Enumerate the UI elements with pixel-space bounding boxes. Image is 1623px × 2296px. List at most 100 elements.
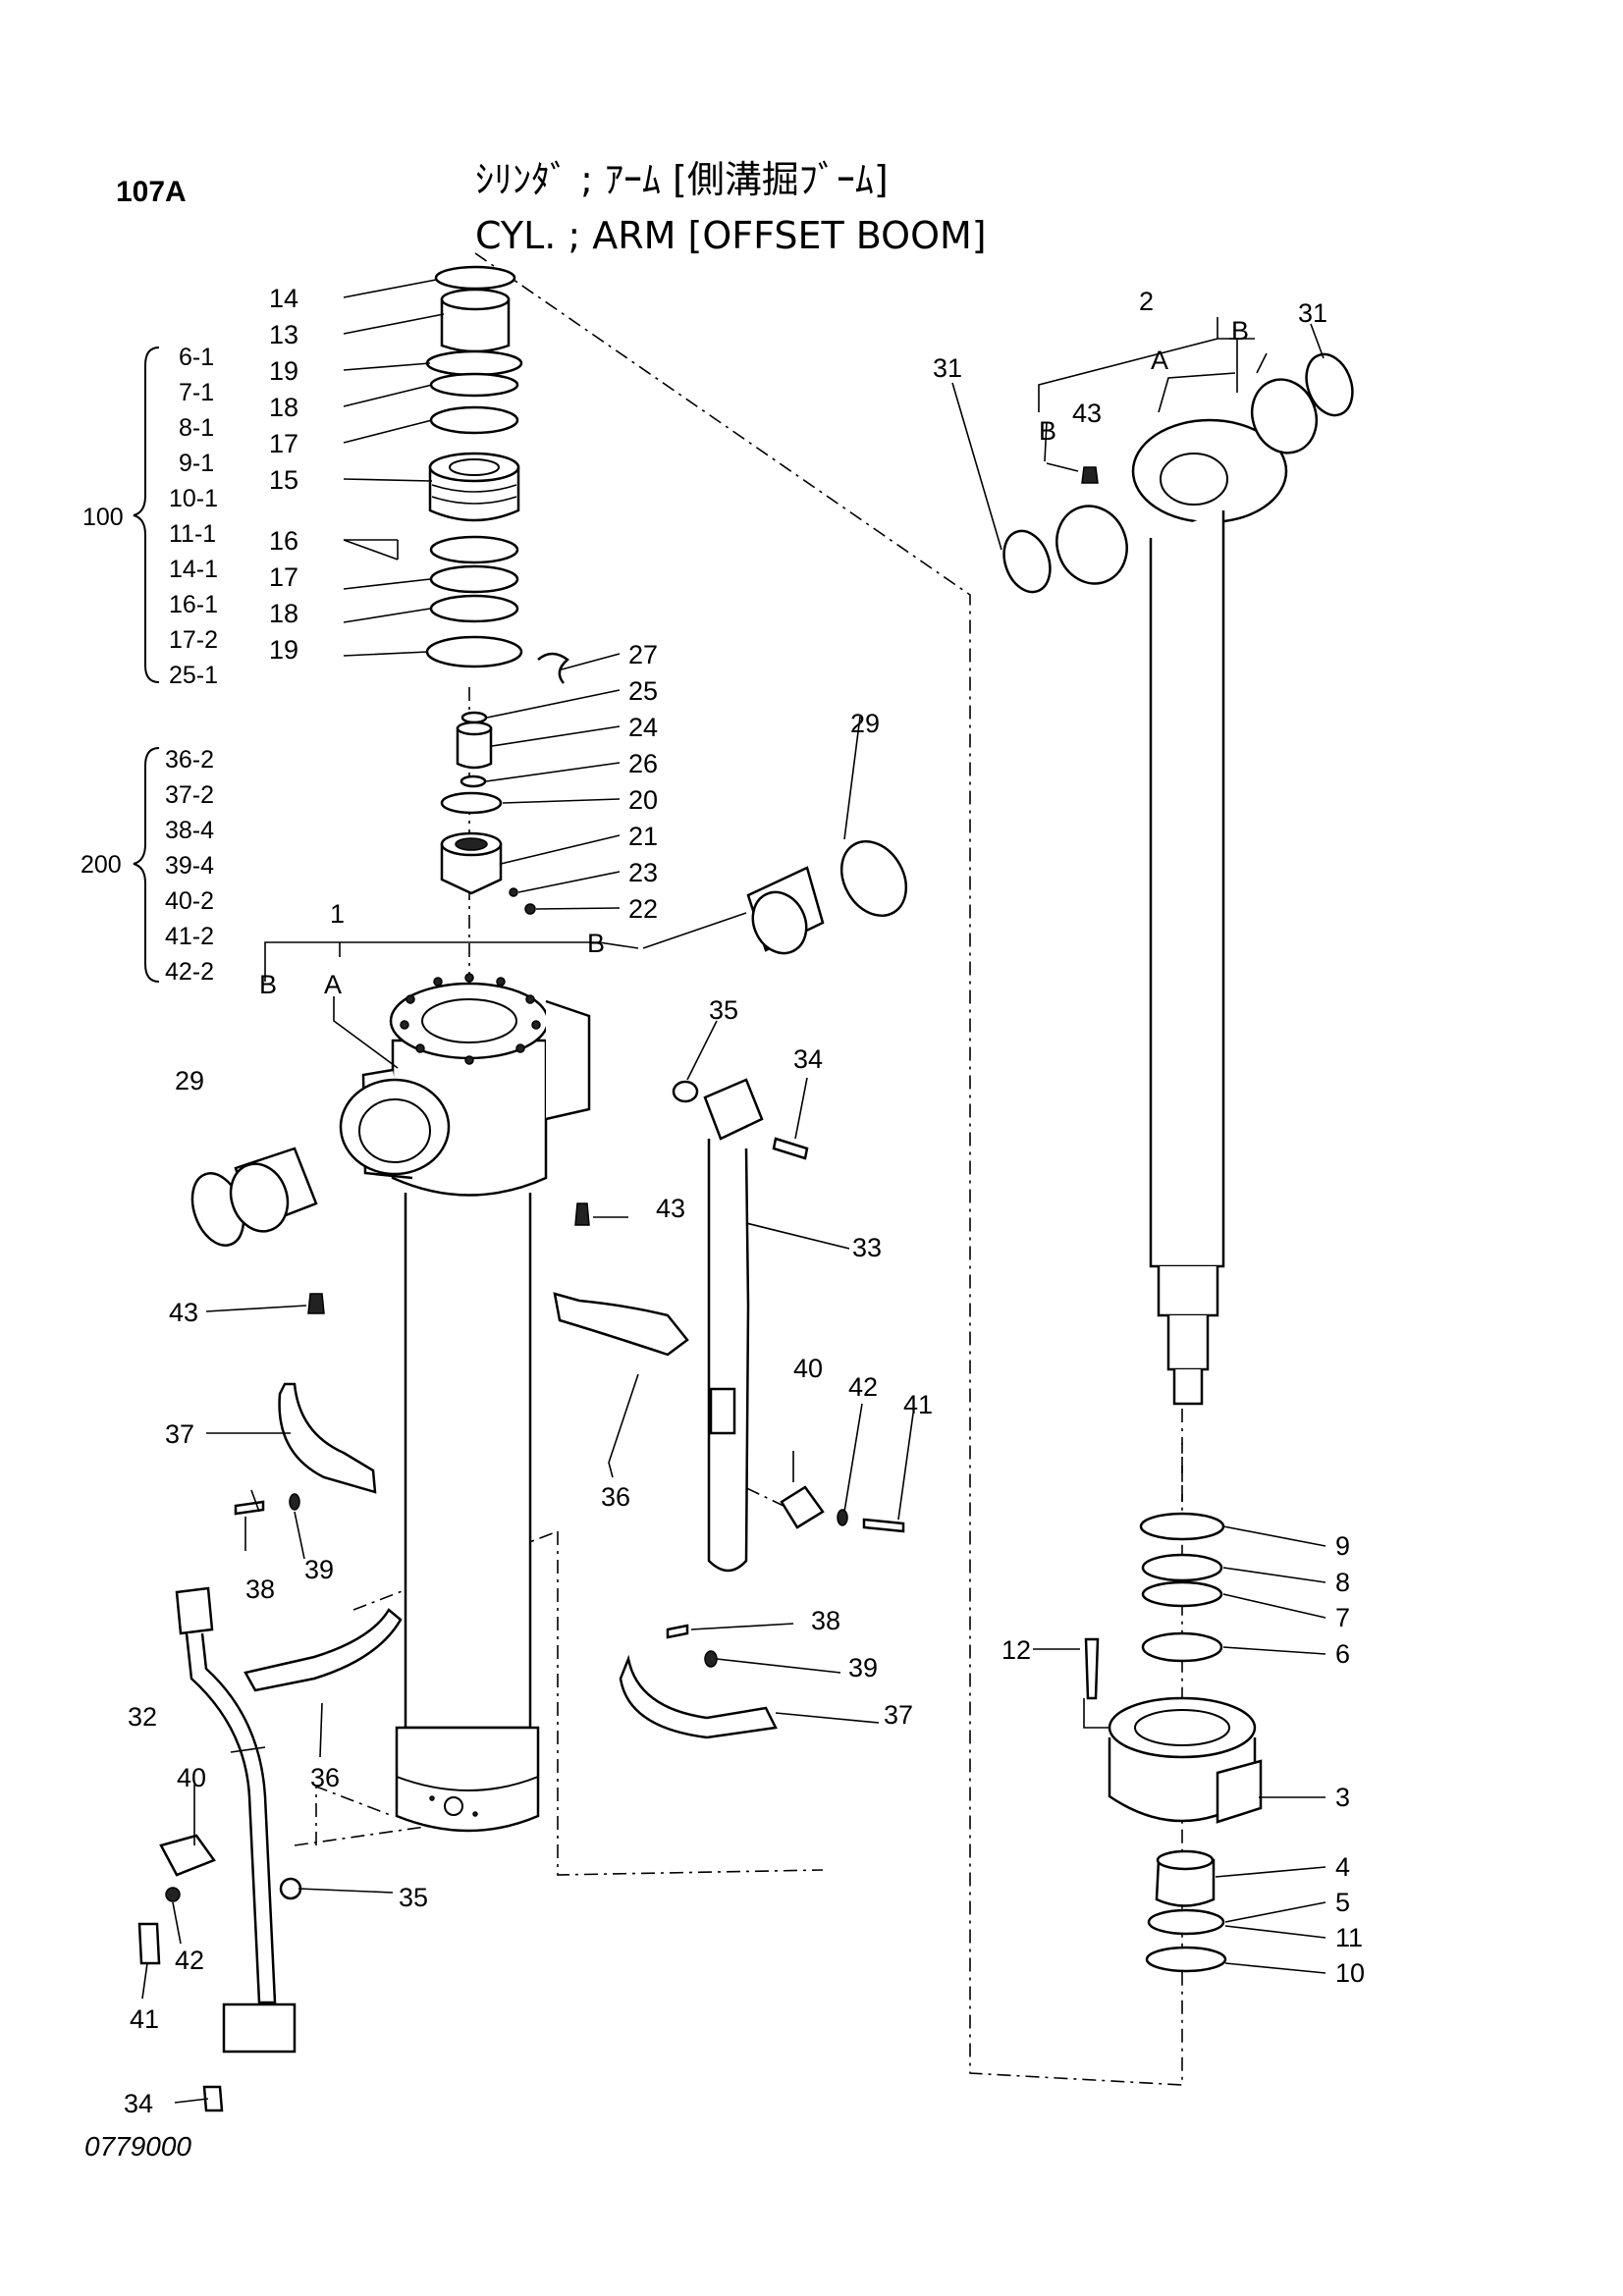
part-b-bushing-rod-2 — [1250, 378, 1319, 454]
leader-lines — [141, 279, 1326, 2104]
callout-31: 31 — [1298, 298, 1327, 328]
part-b-bushing-rod — [1055, 505, 1128, 585]
pipe-33 — [672, 1078, 809, 1573]
callout-3: 3 — [1335, 1783, 1350, 1812]
kit-200-item: 39-4 — [165, 852, 214, 880]
callout-5: 5 — [1335, 1888, 1350, 1917]
part-6-ring — [1141, 1631, 1223, 1663]
callout-42: 42 — [175, 1946, 204, 1975]
callout-41: 41 — [130, 2004, 159, 2034]
part-43-fitting — [1081, 466, 1099, 484]
callout-B: B — [1231, 316, 1249, 346]
page-number: 107A — [116, 176, 187, 208]
callout-20: 20 — [628, 785, 658, 815]
callout-31: 31 — [933, 353, 962, 383]
kit-200-item: 36-2 — [165, 746, 214, 774]
part-26-ring — [460, 774, 487, 788]
part-24-collar — [456, 726, 493, 770]
callout-43: 43 — [1072, 399, 1102, 428]
callout-7: 7 — [1335, 1603, 1350, 1632]
part-29-ring-right — [839, 840, 908, 917]
part-20-washer — [440, 791, 503, 815]
part-19-ring — [425, 349, 523, 377]
part-39-washer-b — [704, 1650, 718, 1668]
callout-B: B — [1039, 416, 1056, 446]
part-35-oring — [672, 1080, 699, 1103]
callout-4: 4 — [1335, 1852, 1350, 1882]
part-33-pipe — [707, 1139, 750, 1573]
callout-12: 12 — [1001, 1635, 1031, 1665]
part-4-bushing — [1155, 1858, 1216, 1907]
kit-200-item: 38-4 — [165, 817, 214, 844]
callout-36: 36 — [310, 1763, 340, 1792]
kit-200-item: 42-2 — [165, 958, 214, 986]
callout-16: 16 — [269, 526, 298, 556]
pin-boss — [339, 1078, 451, 1176]
tube-end — [395, 1726, 540, 1833]
callout-37: 37 — [884, 1700, 913, 1730]
callout-2: 2 — [1139, 287, 1154, 316]
part-11-ring — [1147, 1908, 1225, 1936]
callout-38: 38 — [811, 1606, 840, 1635]
tube-body — [404, 1193, 532, 1730]
callout-1: 1 — [330, 899, 345, 929]
callout-17: 17 — [269, 429, 298, 458]
callout-32: 32 — [128, 1702, 157, 1732]
callout-43: 43 — [656, 1194, 685, 1223]
part-37-clamp — [278, 1382, 377, 1494]
callout-38: 38 — [245, 1575, 275, 1604]
part-38-bolt-b — [666, 1624, 689, 1639]
kit-100-item: 6-1 — [179, 344, 214, 371]
callout-A: A — [1151, 346, 1168, 375]
callout-37: 37 — [165, 1419, 194, 1449]
part-32-pipe — [185, 1632, 277, 2004]
kit-100-number: 100 — [82, 504, 124, 531]
callout-27: 27 — [628, 640, 658, 669]
rod-body — [1149, 510, 1225, 1268]
kit-100-item: 14-1 — [169, 556, 218, 583]
part-19-ring-b — [425, 635, 523, 668]
part-32-block — [222, 2002, 297, 2054]
part-41-bolt-b — [137, 1922, 161, 1965]
callout-29: 29 — [175, 1066, 204, 1095]
callout-42: 42 — [848, 1372, 878, 1402]
kit-100-item: 25-1 — [169, 662, 218, 689]
part-38-bolt — [234, 1500, 265, 1516]
callout-19: 19 — [269, 356, 298, 386]
part-35-oring-b — [279, 1877, 302, 1900]
rod-gland — [1084, 1512, 1263, 1973]
callout-8: 8 — [1335, 1568, 1350, 1597]
callout-21: 21 — [628, 822, 658, 851]
callout-40: 40 — [793, 1354, 823, 1383]
part-15-piston — [428, 465, 520, 522]
part-42-washer — [837, 1509, 848, 1526]
kit-100-item: 7-1 — [179, 379, 214, 406]
callout-B: B — [259, 970, 277, 999]
part-22-screw — [524, 903, 536, 915]
part-16-ring — [429, 535, 519, 564]
callout-36: 36 — [601, 1482, 630, 1512]
callout-33: 33 — [852, 1233, 882, 1262]
part-18-ring-b — [429, 594, 519, 623]
part-37-clamp-b — [619, 1654, 778, 1739]
part-36-clamp — [553, 1292, 689, 1357]
kit-100-item: 9-1 — [179, 450, 214, 477]
pipe-32 — [137, 1586, 302, 2112]
part-31-ring — [1002, 529, 1052, 594]
callout-39: 39 — [304, 1555, 334, 1584]
kit-200-item: 37-2 — [165, 781, 214, 809]
callout-22: 22 — [628, 894, 658, 924]
kit-100-item: 11-1 — [169, 520, 216, 548]
callout-35: 35 — [709, 995, 738, 1025]
title-japanese: ｼﾘﾝﾀﾞ ; ｱｰﾑ [側溝掘ﾌﾞｰﾑ] — [475, 158, 889, 201]
callout-29: 29 — [850, 709, 880, 738]
callout-23: 23 — [628, 858, 658, 887]
callout-B: B — [587, 929, 605, 958]
kit-100-brace — [133, 347, 160, 683]
callout-25: 25 — [628, 676, 658, 706]
bushings-29 — [190, 840, 908, 1247]
cylinder-tube-1 — [339, 973, 591, 1833]
callout-34: 34 — [793, 1044, 823, 1074]
callout-17: 17 — [269, 562, 298, 592]
